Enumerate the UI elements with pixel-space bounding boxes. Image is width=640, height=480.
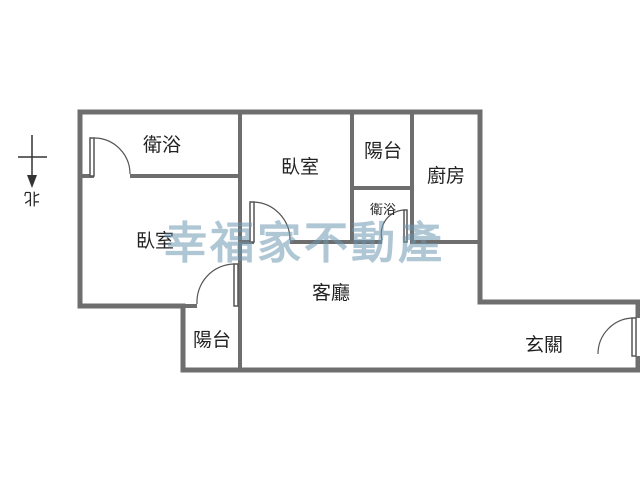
watermark-text: 幸福家不動產 (163, 218, 445, 269)
room-label-bath-small: 衛浴 (370, 203, 396, 218)
door-bathroom[interactable] (89, 137, 131, 177)
room-label-entrance: 玄關 (525, 334, 563, 356)
room-label-bath-main: 衛浴 (143, 134, 181, 156)
room-label-kitchen: 廚房 (427, 164, 465, 187)
room-label-balcony-bottom: 陽台 (193, 329, 231, 351)
room-label-bedroom-mid: 臥室 (281, 156, 319, 178)
north-compass-icon: 北 (18, 135, 47, 208)
door-bedroom-left[interactable] (196, 263, 239, 307)
room-label-bedroom-left: 臥室 (136, 230, 174, 252)
compass-north-label: 北 (24, 189, 40, 208)
door-bath-small[interactable] (380, 209, 408, 243)
room-label-balcony-top: 陽台 (364, 140, 402, 162)
exterior-wall (77, 109, 640, 373)
door-entrance[interactable] (597, 317, 637, 357)
door-bedroom-mid[interactable] (249, 201, 291, 243)
room-label-living: 客廳 (312, 282, 350, 304)
